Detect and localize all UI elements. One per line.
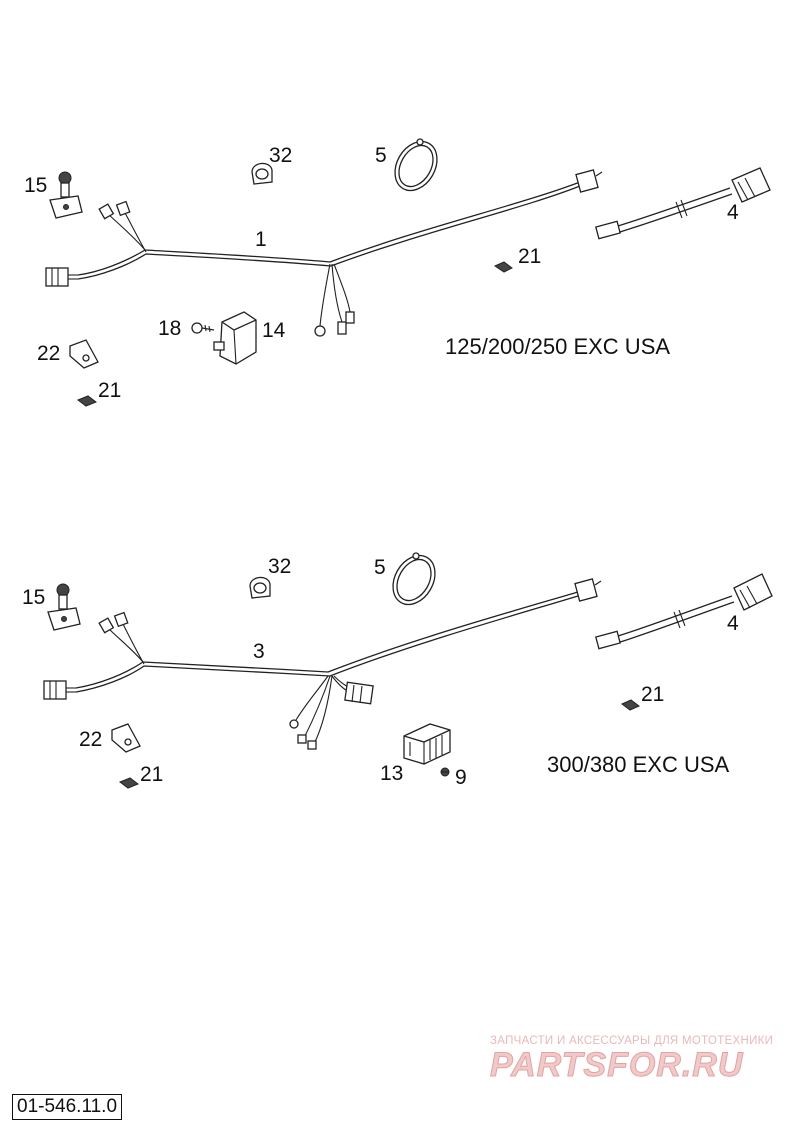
strap-5 (394, 138, 438, 192)
label-9: 9 (455, 766, 467, 789)
clip-21-left (118, 777, 140, 789)
label-21: 21 (641, 683, 664, 706)
label-32: 32 (268, 555, 291, 578)
bracket-22 (111, 723, 141, 753)
label-32: 32 (269, 144, 292, 167)
label-15: 15 (22, 586, 45, 609)
label-21: 21 (140, 763, 163, 786)
label-3: 3 (253, 640, 265, 663)
cable-4 (595, 167, 771, 240)
label-18: 18 (158, 317, 181, 340)
group-1: 15 32 5 1 4 21 18 14 22 21 125/200/250 E… (24, 138, 771, 407)
drawing-code: 01-546.11.0 (12, 1094, 123, 1120)
label-4: 4 (727, 201, 739, 224)
clip-21-left (76, 395, 98, 407)
label-5: 5 (374, 556, 386, 579)
wiring-harness-3 (43, 578, 602, 750)
watermark-logo: PARTSFOR.RU (490, 1046, 744, 1084)
switch-15 (47, 583, 81, 631)
clamp-32 (251, 162, 273, 185)
label-21: 21 (518, 245, 541, 268)
group-2: 15 32 5 3 4 21 22 21 13 9 300/380 EXC US… (22, 552, 773, 789)
screw-18 (191, 322, 215, 334)
wiring-harness-1 (45, 169, 603, 337)
switch-15 (49, 171, 83, 219)
clamp-32 (249, 576, 271, 599)
label-1: 1 (255, 228, 267, 251)
clip-21-right (621, 699, 640, 711)
model-caption: 125/200/250 EXC USA (445, 334, 670, 359)
label-15: 15 (24, 174, 47, 197)
label-21: 21 (98, 379, 121, 402)
bracket-22 (69, 339, 99, 369)
watermark-tagline: ЗАПЧАСТИ И АКСЕССУАРЫ ДЛЯ МОТОТЕХНИКИ (490, 1035, 773, 1047)
strap-5 (392, 552, 436, 606)
label-14: 14 (262, 319, 286, 342)
unit-14 (213, 311, 257, 365)
regulator-13 (403, 723, 451, 765)
label-13: 13 (380, 762, 403, 785)
label-5: 5 (375, 144, 387, 167)
screw-9 (440, 767, 450, 777)
label-22: 22 (79, 728, 102, 751)
label-22: 22 (37, 342, 60, 365)
label-4: 4 (727, 612, 739, 635)
model-caption: 300/380 EXC USA (547, 752, 730, 777)
clip-21-top (493, 261, 513, 273)
cable-4 (595, 573, 773, 650)
